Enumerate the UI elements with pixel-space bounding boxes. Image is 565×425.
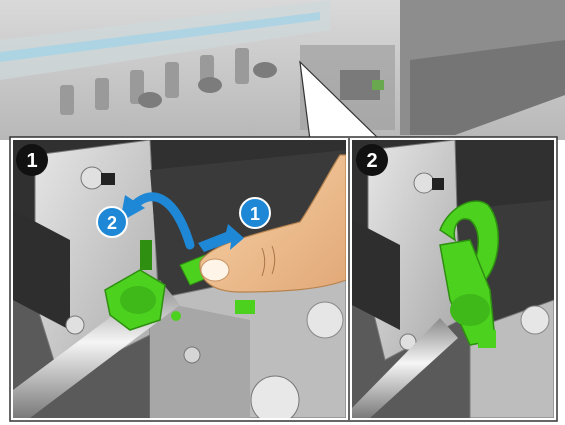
arrow-2-number: 2 xyxy=(107,213,117,233)
step-2-badge: 2 xyxy=(356,144,388,176)
panel-1-illustration xyxy=(13,140,346,424)
step-2-number: 2 xyxy=(366,150,377,172)
arrow-1-number: 1 xyxy=(250,204,260,224)
arrow-2-badge: 2 xyxy=(97,207,127,237)
step-1-badge: 1 xyxy=(16,144,48,176)
panel-2-illustration xyxy=(352,140,554,418)
step-1-number: 1 xyxy=(26,150,37,172)
arrow-1-badge: 1 xyxy=(240,198,270,228)
